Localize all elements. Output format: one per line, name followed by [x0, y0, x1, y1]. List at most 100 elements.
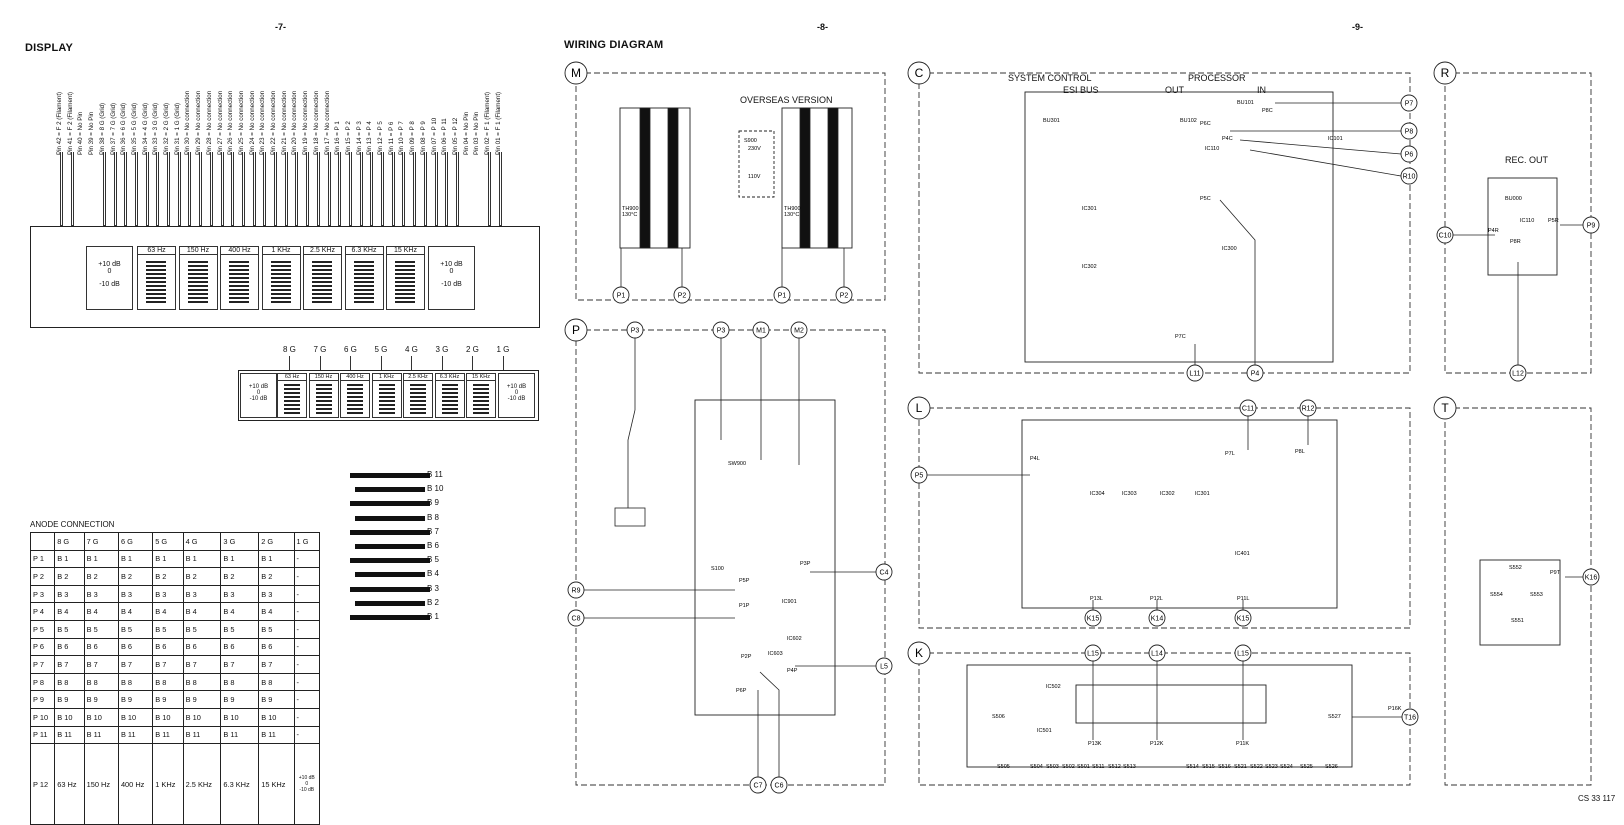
panel-letter-c-label: C [915, 66, 924, 80]
band-label: 63 Hz [138, 247, 175, 255]
panel-letter-p [564, 318, 588, 342]
anode-cell: 1 KHz [152, 743, 184, 825]
panel-p-boundary [575, 329, 886, 786]
pin-lead [445, 152, 449, 226]
panel-boundaries [575, 72, 1592, 786]
part-label: IC110 [1205, 146, 1219, 152]
connector-t-k16-label: K16 [1585, 575, 1598, 582]
pin-lead [177, 152, 181, 226]
small-band-segments [378, 384, 395, 415]
small-display-level-left: +10 dB 0 -10 dB [240, 373, 277, 418]
connector-p-p3-label: P3 [631, 328, 640, 335]
connector-m-p2 [673, 286, 691, 304]
grid-tick [319, 356, 321, 370]
part-label: IC110 [1520, 218, 1534, 224]
wiring-diagram-title: WIRING DIAGRAM [564, 39, 664, 51]
grid-tick [411, 356, 412, 370]
connector-l-c11-label: C11 [1242, 406, 1254, 413]
part-label: P5R [1548, 218, 1559, 224]
connector-p-p3 [712, 321, 730, 339]
connector-k-l14 [1148, 644, 1166, 662]
page-number-7: -7- [275, 22, 286, 32]
band-segments [187, 261, 208, 305]
part-label: P7C [1175, 334, 1186, 340]
small-band-segments [284, 384, 300, 415]
part-label: IC300 [1222, 246, 1237, 252]
grid-tick [350, 356, 351, 370]
in-label: IN [1257, 85, 1266, 95]
band-meter: 63 Hz [137, 246, 176, 310]
segment-label: B 9 [427, 498, 440, 508]
segment-label: B 5 [427, 555, 440, 565]
connector-c-p8 [1400, 122, 1418, 140]
grid-label: 3 G [435, 345, 449, 354]
connector-m-p1 [773, 286, 791, 304]
small-display-body [238, 370, 539, 421]
board-m-right [781, 107, 853, 249]
band-meter: 1 KHz [261, 246, 301, 310]
connector-c-p6-label: P6 [1405, 152, 1414, 159]
small-band-segments [347, 384, 363, 415]
part-label: P8R [1510, 239, 1521, 245]
panel-letter-t-label: T [1441, 401, 1449, 415]
page-number-8: -8- [817, 22, 828, 32]
part-label: S100 [711, 566, 724, 572]
panel-letter-k [907, 641, 931, 665]
wire-c-p4 [1219, 199, 1256, 365]
connector-c-r10-label: R10 [1403, 174, 1416, 181]
pin-lead [423, 152, 427, 226]
part-label: 130°C [622, 212, 637, 218]
small-band: 15 KHz [466, 373, 496, 418]
part-label: IC603 [768, 651, 783, 657]
connector-t-k16 [1582, 568, 1600, 586]
small-band-label: 6.3 KHz [435, 374, 464, 381]
grid-label: 8 G [283, 345, 296, 354]
segment-bar [350, 473, 430, 478]
pin-lead [113, 152, 117, 226]
wire-c-p6 [1239, 139, 1402, 155]
pin-lead [327, 152, 331, 226]
panel-letter-p-label: P [572, 323, 580, 337]
part-label: S523 [1265, 764, 1278, 770]
anode-level-label: 0 [305, 781, 309, 788]
band-label: 15 KHz [387, 247, 424, 255]
part-label: S524 [1280, 764, 1293, 770]
connector-c-l11 [1186, 364, 1204, 382]
part-label: IC302 [1160, 491, 1175, 497]
connector-p-p3 [626, 321, 644, 339]
transformer-core [827, 107, 839, 249]
part-label: IC301 [1195, 491, 1210, 497]
boards [619, 91, 1561, 768]
small-display-level-right: +10 dB 0 -10 dB [498, 373, 535, 418]
board-c [1024, 91, 1334, 363]
small-band-segments [473, 384, 489, 415]
band-meter: 150 Hz [178, 246, 218, 310]
part-label: S504 [1030, 764, 1043, 770]
panel-letter-m [564, 61, 588, 85]
panel-letter-c [907, 61, 931, 85]
panel-letter-l [907, 396, 931, 420]
part-label: S506 [992, 714, 1005, 720]
part-label: BU000 [1505, 196, 1522, 202]
pin-lead [274, 152, 277, 226]
segment-label: B 1 [427, 612, 440, 621]
band-meter: 6.3 KHz [344, 246, 384, 310]
anode-level-label: -10 dB [299, 787, 315, 794]
board-l [1021, 419, 1338, 609]
connector-c-p7-label: P7 [1405, 101, 1414, 108]
connector-p-c6-label: C6 [775, 783, 784, 790]
processor-label: PROCESSOR [1188, 73, 1246, 83]
display-level-right: +10 dB 0 -10 dB [428, 246, 475, 310]
panel-l-boundary [918, 407, 1411, 629]
part-label: P11L [1237, 596, 1249, 602]
part-label: S513 [1123, 764, 1136, 770]
part-label: P12K [1150, 741, 1164, 747]
segment-bar [350, 586, 430, 592]
panel-letter-m-label: M [571, 66, 581, 80]
grid-label: 7 G [313, 345, 327, 354]
part-label: S511 [1092, 764, 1104, 770]
